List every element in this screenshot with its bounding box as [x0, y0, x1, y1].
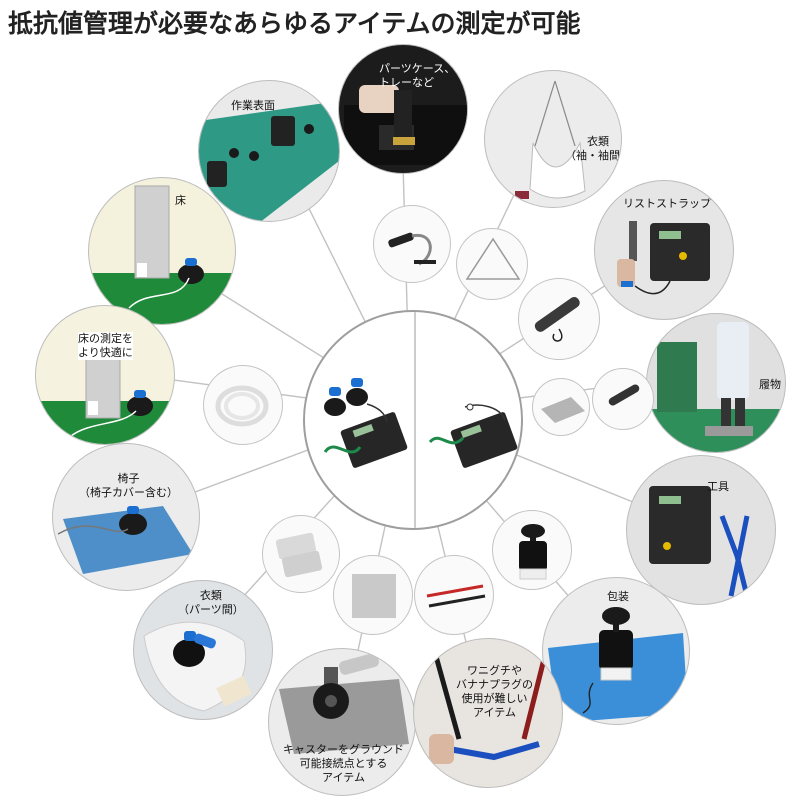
- caster-illustration: [279, 653, 409, 754]
- accessory-hanger: [456, 228, 528, 300]
- packaging-illustration: [548, 607, 688, 723]
- footwear-caption: 履物: [759, 378, 781, 391]
- item-alligator-clip: ワニグチや バナナプラグの 使用が難しい アイテム: [413, 638, 563, 788]
- accessory-probe-small: [592, 368, 654, 430]
- page-title: 抵抗値管理が必要なあらゆるアイテムの測定が可能: [8, 9, 581, 38]
- alligator-caption: ワニグチや バナナプラグの 使用が難しい アイテム: [456, 664, 533, 719]
- floor-comfort-caption: 床の測定をより快適に: [78, 332, 133, 360]
- clothing-parts-caption: 衣類（パーツ間）: [178, 589, 244, 616]
- accessory-tags: [262, 515, 340, 593]
- hanger-icon: [465, 237, 521, 280]
- item-footwear: 履物: [646, 313, 786, 453]
- item-parts-case: パーツケース、トレーなど: [338, 44, 468, 174]
- floor-comfort-illustration: [36, 345, 174, 444]
- accessory-coil: [203, 365, 283, 445]
- item-chair: 椅子（椅子カバー含む）: [52, 443, 200, 591]
- accessory-cloth: [333, 555, 413, 635]
- parts-case-illustration: [344, 85, 467, 165]
- packaging-caption: 包装: [607, 590, 629, 603]
- wrist-strap-illustration: [617, 221, 710, 295]
- probe-cable-icon: [388, 232, 436, 266]
- cloth-icon: [352, 574, 396, 618]
- work-surface-caption: 作業表面: [231, 99, 275, 112]
- weight-electrode-icon: [519, 524, 547, 580]
- accessory-test-leads: [414, 555, 494, 635]
- chair-caption: 椅子（椅子カバー含む）: [79, 472, 178, 499]
- item-caster: キャスターをグラウンド可能接続点とするアイテム: [268, 648, 416, 796]
- work-surface-illustration: [199, 101, 339, 221]
- parts-case-caption: パーツケース、トレーなど: [379, 62, 456, 89]
- wrist-strap-caption: リストストラップ: [623, 197, 711, 210]
- tools-caption: 工具: [707, 480, 729, 493]
- floor-caption: 床: [175, 194, 186, 207]
- tools-illustration: [649, 486, 750, 597]
- accessory-electrode: [518, 278, 600, 360]
- caster-caption: キャスターをグラウンド可能接続点とするアイテム: [283, 743, 404, 784]
- meter-kit-illustration: [323, 312, 518, 528]
- probe-small-icon: [608, 384, 640, 406]
- accessory-weight-electrode: [492, 510, 572, 590]
- coil-icon: [215, 385, 269, 427]
- test-leads-icon: [426, 584, 486, 608]
- item-floor: 床: [88, 177, 236, 325]
- alligator-illustration: [429, 648, 547, 764]
- chair-illustration: [57, 506, 193, 574]
- tags-icon: [275, 532, 323, 578]
- clothing-sleeves-illustration: [515, 80, 586, 199]
- item-clothing-sleeves: 衣類（袖・袖間）: [484, 70, 622, 208]
- item-clothing-parts: 衣類（パーツ間）: [133, 580, 273, 720]
- electrode-icon: [534, 296, 580, 342]
- floor-illustration: [89, 185, 235, 324]
- clothing-parts-illustration: [143, 621, 252, 712]
- item-floor-comfort: 床の測定をより快適に: [35, 305, 175, 445]
- item-wrist-strap: リストストラップ: [594, 180, 734, 320]
- accessory-probe-cable: [373, 205, 451, 283]
- accessory-pad: [532, 378, 590, 436]
- item-tools: 工具: [626, 455, 776, 605]
- item-packaging: 包装: [542, 577, 690, 725]
- item-work-surface: 作業表面: [198, 80, 340, 222]
- pad-icon: [541, 397, 585, 423]
- clothing-sleeves-caption: 衣類（袖・袖間）: [565, 135, 621, 162]
- center-kit-circle: [303, 310, 523, 530]
